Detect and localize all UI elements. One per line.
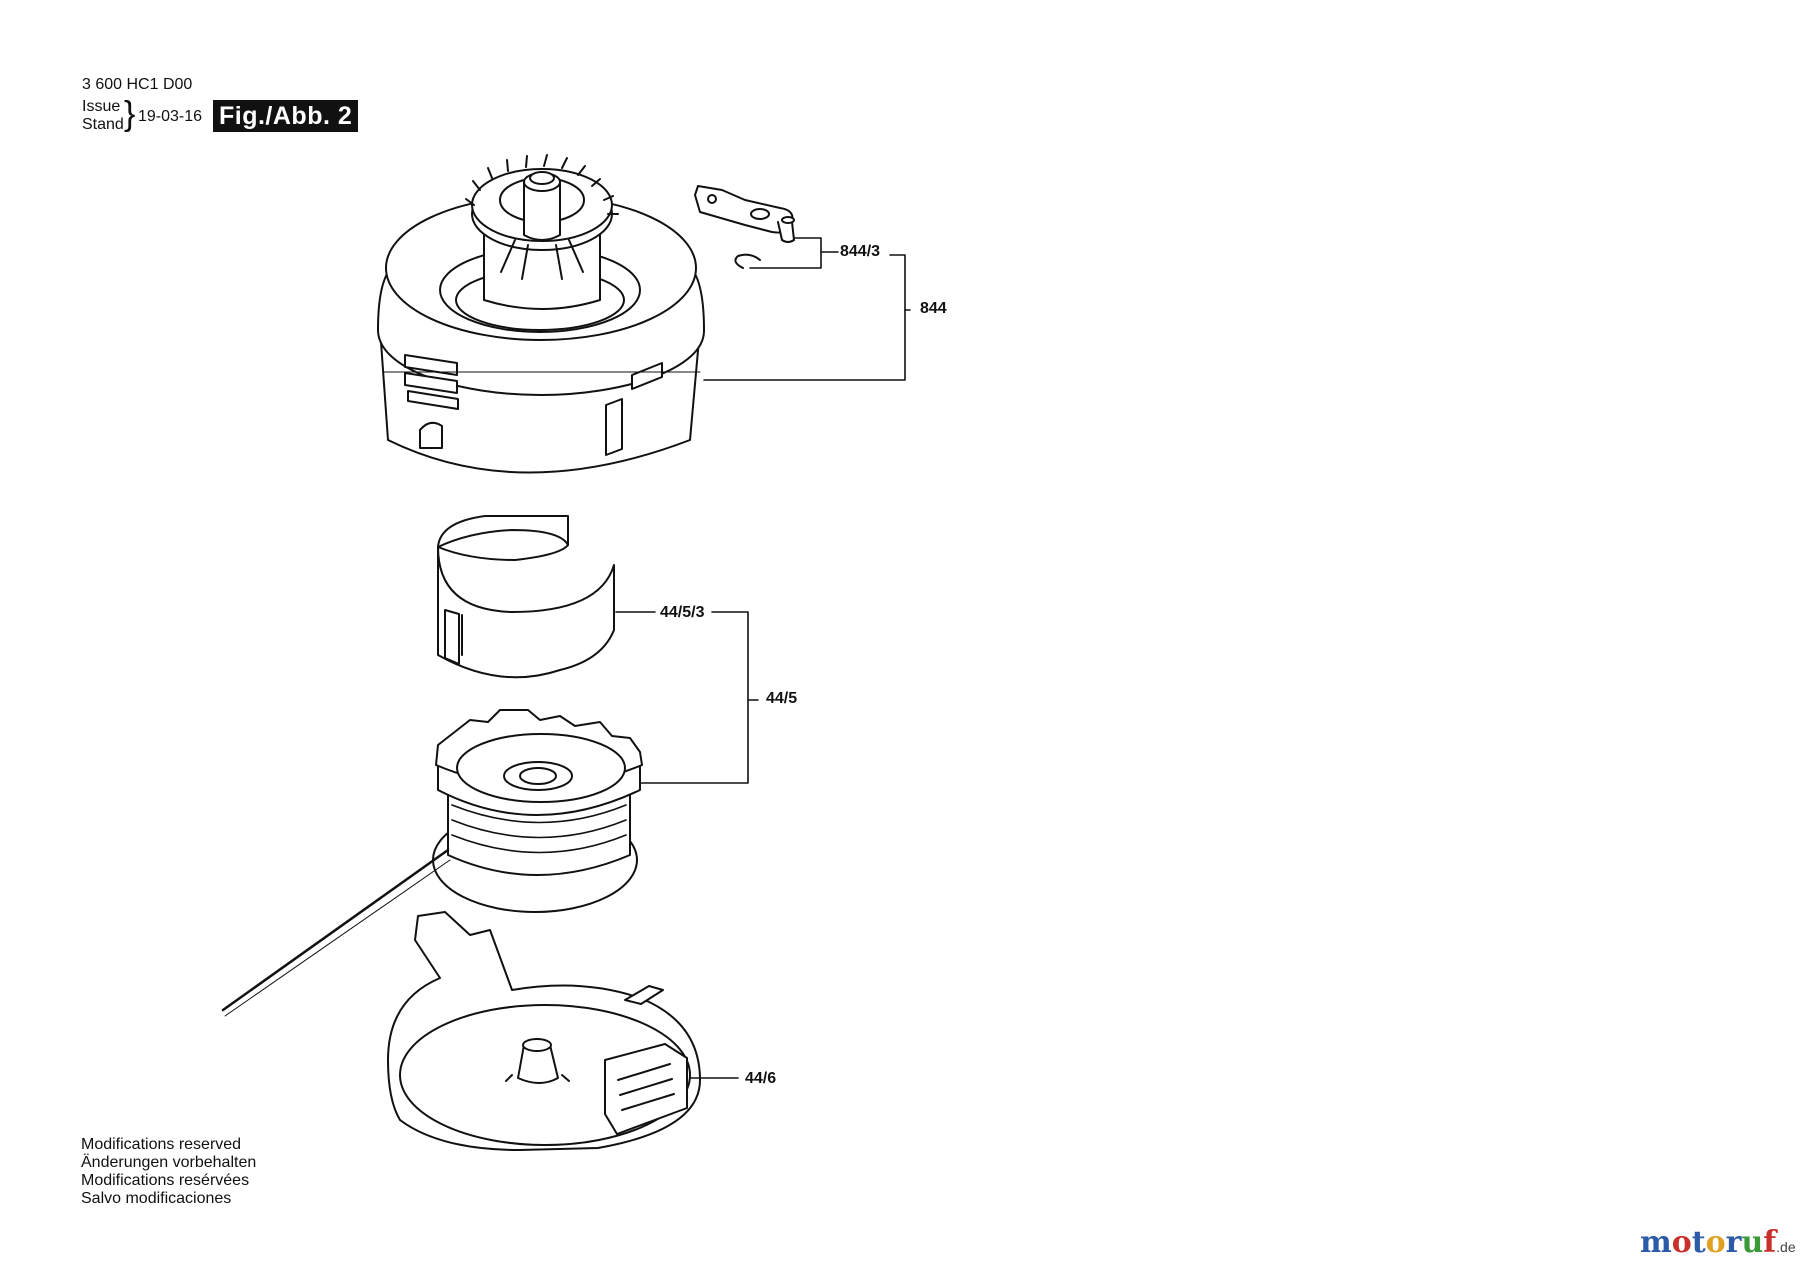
notice-line-es: Salvo modificaciones bbox=[81, 1190, 232, 1207]
leader-lines bbox=[615, 237, 911, 1079]
callout-844-3: 844/3 bbox=[840, 243, 881, 260]
brand-watermark: motoruf.de bbox=[1640, 1225, 1796, 1260]
issue-date: 19-03-16 bbox=[138, 108, 203, 125]
callout-44-5-3: 44/5/3 bbox=[660, 604, 705, 621]
brand-letter: t bbox=[1691, 1225, 1706, 1260]
callout-844: 844 bbox=[920, 300, 947, 317]
brand-suffix: .de bbox=[1776, 1239, 1796, 1255]
spool-cover bbox=[387, 911, 701, 1151]
brand-letter: o bbox=[1671, 1225, 1692, 1260]
issue-label: Issue bbox=[82, 98, 121, 115]
document-number: 3 600 HC1 D00 bbox=[82, 76, 193, 93]
notice-line-fr: Modifications resérvées bbox=[81, 1172, 250, 1189]
brand-letter: o bbox=[1705, 1225, 1726, 1260]
modifications-notice: Modifications reserved Änderungen vorbeh… bbox=[81, 1136, 256, 1208]
callout-44-5: 44/5 bbox=[766, 690, 798, 707]
brand-letter: r bbox=[1725, 1225, 1742, 1260]
stand-label: Stand bbox=[82, 116, 124, 133]
callout-44-6: 44/6 bbox=[745, 1070, 777, 1087]
brand-letter: f bbox=[1763, 1225, 1777, 1260]
figure-label: Fig./Abb. 2 bbox=[213, 100, 359, 132]
brand-letter: u bbox=[1741, 1225, 1764, 1260]
line-spool bbox=[221, 709, 643, 1017]
lever-part bbox=[694, 185, 795, 269]
notice-line-de: Änderungen vorbehalten bbox=[81, 1154, 257, 1171]
header-brace: } bbox=[124, 95, 136, 133]
spool-sleeve bbox=[437, 515, 615, 679]
brand-letter: m bbox=[1640, 1225, 1672, 1260]
notice-line-en: Modifications reserved bbox=[81, 1136, 242, 1153]
drive-gear bbox=[465, 154, 619, 310]
